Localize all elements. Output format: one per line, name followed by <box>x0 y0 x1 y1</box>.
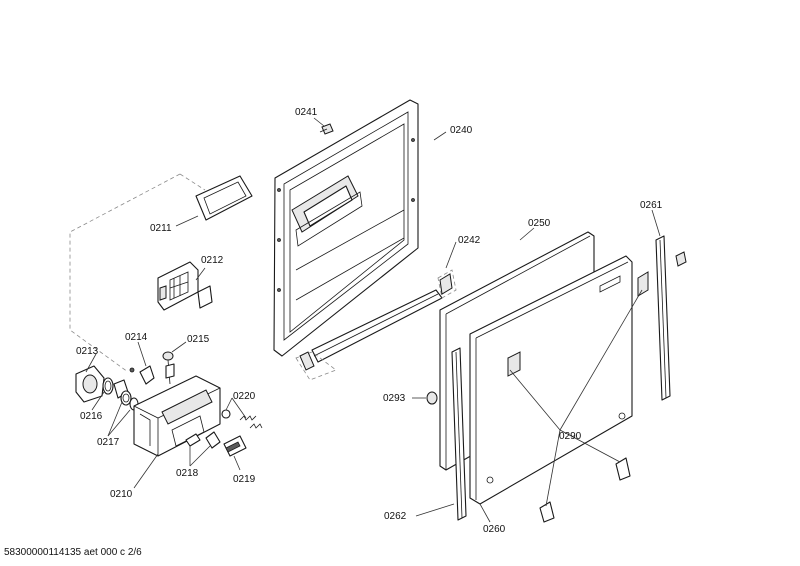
gasket-frame-0211 <box>195 175 253 221</box>
side-trim-0262 <box>451 347 467 521</box>
control-knob-0213 <box>75 365 139 411</box>
decor-panel-0260 <box>469 255 649 505</box>
label-0211: 0211 <box>150 223 172 234</box>
hinge-clips-0290 <box>539 457 631 523</box>
label-0241: 0241 <box>295 107 318 118</box>
label-0250: 0250 <box>528 218 551 229</box>
display-frame-0212 <box>157 261 213 311</box>
label-0210: 0210 <box>110 489 133 500</box>
springs-0220 <box>221 409 263 429</box>
screw-0241 <box>319 123 334 135</box>
label-0242: 0242 <box>458 235 481 246</box>
inner-door-panel <box>273 99 419 357</box>
label-0262: 0262 <box>384 511 407 522</box>
assembly-outline-2 <box>179 173 206 191</box>
switch-0215 <box>162 351 175 385</box>
label-0218: 0218 <box>176 468 199 479</box>
connector-0219 <box>223 435 247 457</box>
label-0260: 0260 <box>483 524 506 535</box>
label-0290: 0290 <box>559 431 582 442</box>
label-0212: 0212 <box>201 255 224 266</box>
seal-strip-0242 <box>295 269 457 381</box>
label-0213: 0213 <box>76 346 99 357</box>
drawing-reference: 58300000114135 aet 000 c 2/6 <box>4 547 142 558</box>
label-0217: 0217 <box>97 437 120 448</box>
leader-lines <box>85 117 661 523</box>
label-0220: 0220 <box>233 391 256 402</box>
label-0214: 0214 <box>125 332 148 343</box>
control-housing-0210 <box>133 375 221 457</box>
plug-0293 <box>426 391 438 405</box>
clip-0214 <box>129 365 155 385</box>
label-0216: 0216 <box>80 411 103 422</box>
label-0261: 0261 <box>640 200 663 211</box>
label-0219: 0219 <box>233 474 256 485</box>
side-trim-0261 <box>655 235 687 401</box>
pins-0218 <box>185 431 221 449</box>
label-0215: 0215 <box>187 334 210 345</box>
label-0240: 0240 <box>450 125 473 136</box>
label-0293: 0293 <box>383 393 406 404</box>
